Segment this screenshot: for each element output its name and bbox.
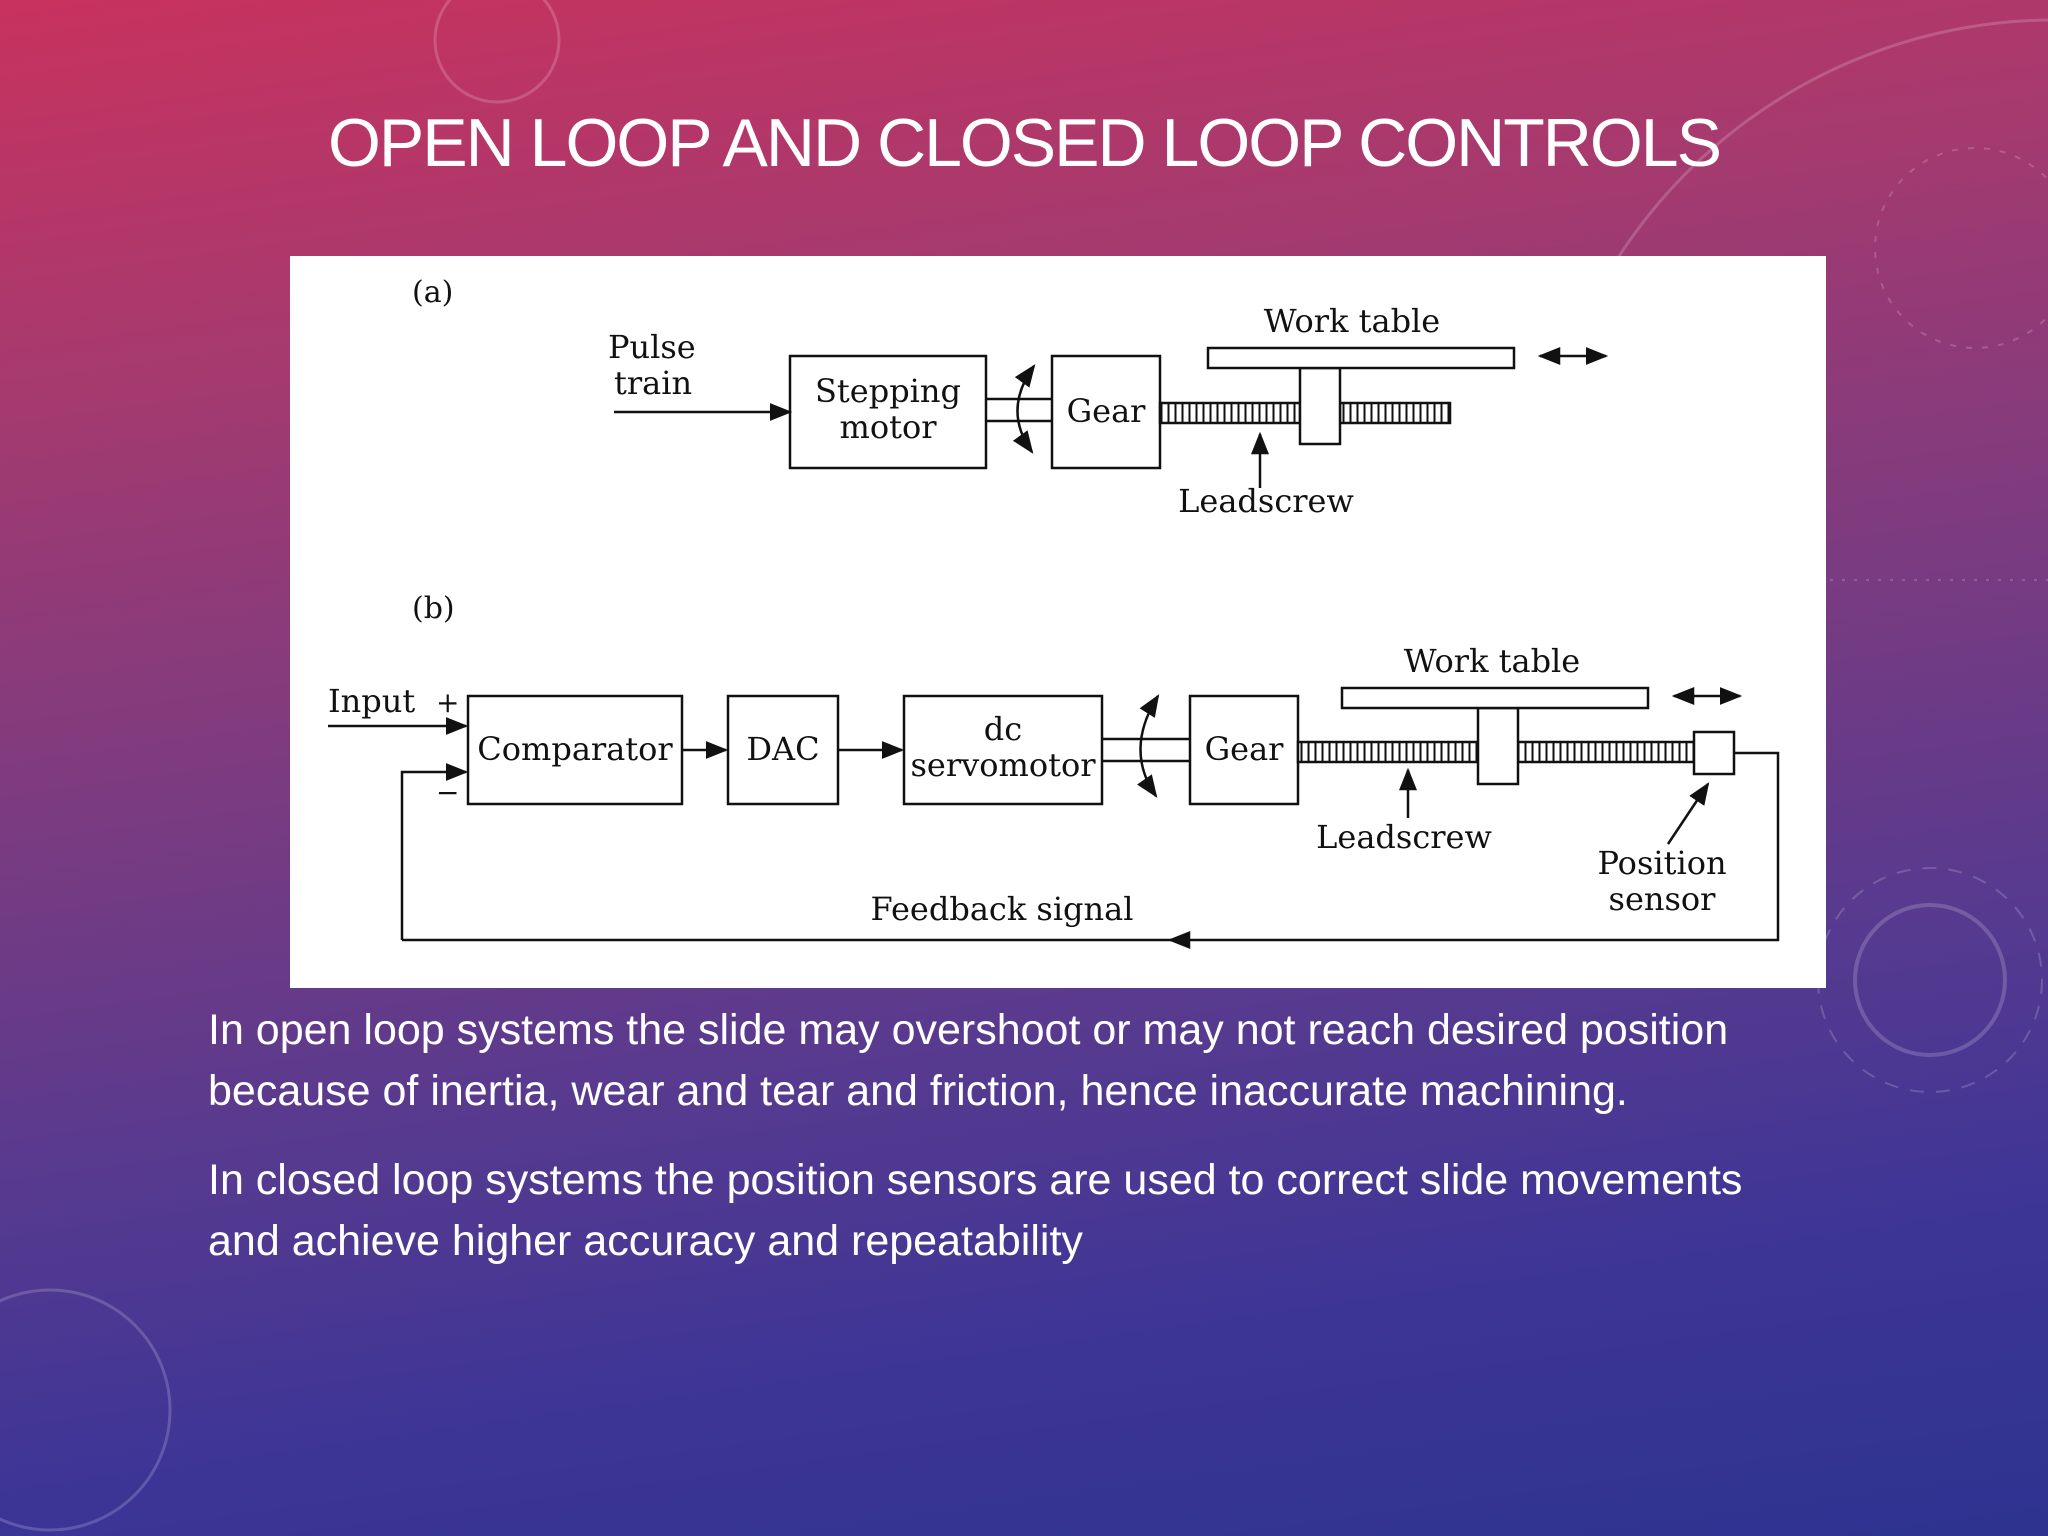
- input-label: Input: [328, 682, 415, 720]
- servomotor-label-1: dc: [984, 710, 1022, 748]
- work-table-a: [1206, 346, 1516, 370]
- slide-title: OPEN LOOP AND CLOSED LOOP CONTROLS: [328, 105, 1722, 181]
- sensor-pointer: [1666, 782, 1710, 845]
- feedback-return-arrow: [400, 763, 469, 940]
- minus-sign: −: [436, 776, 459, 809]
- pulse-label-1: Pulse: [608, 328, 696, 366]
- table-nut-b: [1476, 706, 1520, 786]
- work-table-label-b: Work table: [1404, 642, 1580, 680]
- leadscrew-b-right: [1516, 740, 1696, 764]
- leadscrew-label-b: Leadscrew: [1316, 818, 1492, 856]
- position-sensor-box: [1692, 730, 1736, 776]
- label-b: (b): [412, 591, 455, 626]
- deco-ring-lower-right: [1853, 903, 2007, 1057]
- stepping-motor-box: [788, 354, 988, 470]
- label-a: (a): [412, 275, 453, 310]
- rotation-arrow-a: [1012, 364, 1036, 454]
- leadscrew-b-left: [1296, 740, 1480, 764]
- servomotor-label-2: servomotor: [910, 746, 1096, 784]
- deco-ring-lower-right-outer: [1817, 867, 2043, 1093]
- position-sensor-label-1: Position: [1597, 844, 1726, 882]
- feedback-signal-label: Feedback signal: [871, 890, 1134, 928]
- comparator-label: Comparator: [477, 730, 673, 768]
- gear-label-a: Gear: [1067, 392, 1147, 430]
- work-table-label-a: Work table: [1264, 302, 1440, 340]
- feedback-line: [402, 751, 1780, 942]
- leadscrew-label-a: Leadscrew: [1178, 482, 1354, 520]
- deco-ring-top: [433, 0, 561, 104]
- control-loop-figure: (a) Pulse train Stepping motor Gear Work…: [290, 256, 1826, 988]
- plus-sign: +: [436, 686, 459, 719]
- deco-ring-bottom-left: [0, 1288, 172, 1532]
- leadscrew-a-left: [1158, 401, 1302, 425]
- pulse-label-2: train: [614, 364, 692, 402]
- servomotor-box: [902, 694, 1104, 806]
- control-loop-diagram: (a) Pulse train Stepping motor Gear Work…: [328, 275, 1780, 949]
- paragraph-open-loop: In open loop systems the slide may overs…: [208, 1006, 1729, 1115]
- stepping-motor-label-2: motor: [839, 408, 937, 446]
- slide-body: In open loop systems the slide may overs…: [208, 1000, 1768, 1300]
- rotation-arrow-b: [1137, 694, 1160, 798]
- work-table-b: [1340, 686, 1650, 710]
- position-sensor-label-2: sensor: [1609, 880, 1717, 918]
- leadscrew-a-right: [1338, 401, 1452, 425]
- table-nut-a: [1298, 366, 1342, 446]
- stepping-motor-label-1: Stepping: [815, 372, 961, 410]
- paragraph-closed-loop: In closed loop systems the position sens…: [208, 1156, 1743, 1265]
- gear-label-b: Gear: [1205, 730, 1285, 768]
- dac-label: DAC: [746, 730, 819, 768]
